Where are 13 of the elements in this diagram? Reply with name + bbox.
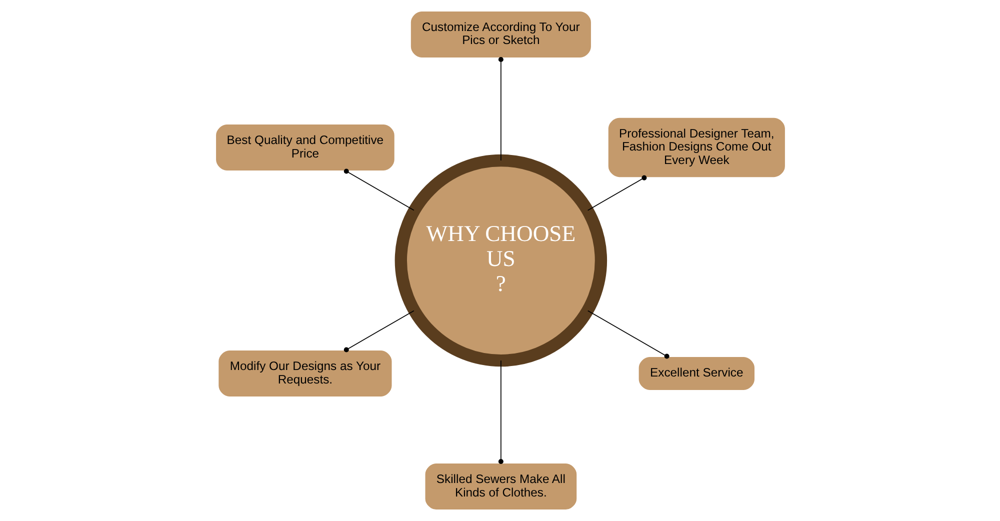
node-box: Modify Our Designs as Your Requests.: [218, 350, 392, 397]
node-box: Best Quality and Competitive Price: [216, 124, 394, 171]
connector: [586, 310, 669, 359]
connector: [586, 175, 646, 211]
node-circle: WHY CHOOSE US ?: [394, 154, 607, 367]
connector: [498, 56, 503, 161]
connector: [343, 168, 414, 211]
node-box: Skilled Sewers Make All Kinds of Clothes.: [424, 463, 576, 510]
node-box: Excellent Service: [638, 356, 754, 390]
connector: [343, 310, 414, 352]
connector: [498, 360, 503, 464]
node-box: Professional Designer Team, Fashion Designs Come Out Every Week: [608, 118, 784, 178]
node-box: Customize According To Your Pics or Sketch: [410, 11, 590, 58]
